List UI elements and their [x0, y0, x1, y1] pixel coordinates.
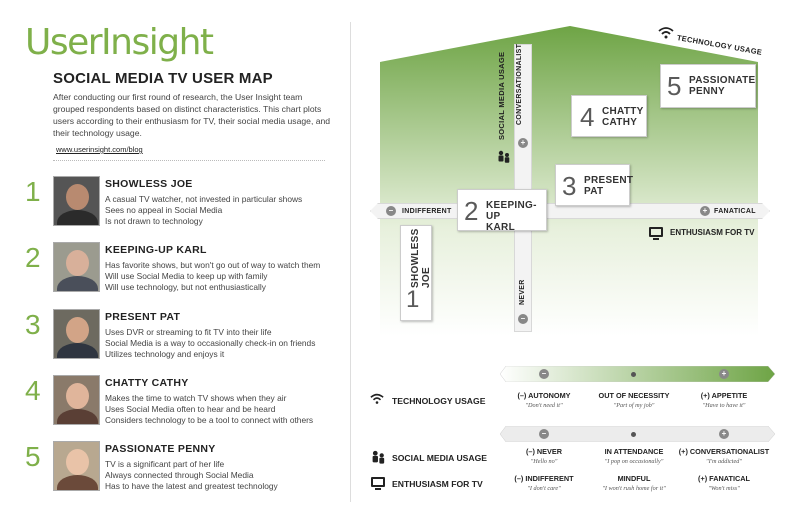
- legend-social-media-usage-label: SOCIAL MEDIA USAGE: [392, 453, 488, 463]
- legend-tv-mid: MINDFUL"I won't rush home for it": [602, 474, 666, 492]
- persona-line: Has favorite shows, but won't go out of …: [105, 260, 321, 270]
- persona-line: Social Media is a way to occasionally ch…: [105, 338, 316, 349]
- persona-showless-joe: 1 SHOWLESS JOE A casual TV watcher, not …: [25, 176, 345, 236]
- plus-icon: +: [518, 138, 528, 148]
- minus-icon: –: [386, 206, 396, 216]
- middle-dot: [631, 372, 636, 377]
- legend-tv-low: (–) INDIFFERENT"I don't care": [514, 474, 574, 492]
- legend-tv-high: (+) FANATICAL"Won't miss": [698, 474, 750, 492]
- userinsight-logo: UserInsight: [25, 22, 214, 63]
- blog-link[interactable]: www.userinsight.com/blog: [56, 145, 143, 154]
- persona-line: Always connected through Social Media: [105, 470, 254, 481]
- people-icon: [371, 450, 386, 470]
- legend-social-high: (+) CONVERSATIONALIST"I'm addicted": [678, 447, 770, 465]
- persona-line: Uses Social Media often to hear and be h…: [105, 404, 276, 415]
- minus-icon: –: [539, 369, 549, 379]
- persona-photo: [53, 441, 100, 491]
- legend-technology-usage-label: TECHNOLOGY USAGE: [392, 396, 486, 406]
- persona-photo: [53, 176, 100, 226]
- persona-line: Uses DVR or streaming to fit TV into the…: [105, 327, 272, 337]
- tv-icon: [371, 477, 385, 490]
- page-title: SOCIAL MEDIA TV USER MAP: [53, 70, 273, 87]
- persona-line: A casual TV watcher, not invested in par…: [105, 194, 303, 204]
- persona-name: CHATTY CATHY: [105, 377, 189, 389]
- intro-text: After conducting our first round of rese…: [53, 92, 331, 138]
- legend-tech-mid: OUT OF NECESSITY"Part of my job": [598, 391, 670, 409]
- map-box-number: 4: [580, 102, 595, 132]
- enthusiasm-for-tv-label: ENTHUSIASM FOR TV: [670, 228, 755, 237]
- map-box-number: 5: [667, 71, 682, 101]
- middle-dot: [631, 432, 636, 437]
- persona-line: Is not drawn to technology: [105, 216, 203, 227]
- persona-number: 4: [25, 375, 41, 406]
- plus-icon: +: [719, 429, 729, 439]
- technology-scale-bar: [500, 366, 775, 382]
- persona-present-pat: 3 PRESENT PAT Uses DVR or streaming to f…: [25, 309, 345, 369]
- divider: [53, 160, 325, 161]
- map-box-number: 2: [464, 196, 479, 226]
- persona-line: Makes the time to watch TV shows when th…: [105, 393, 287, 403]
- persona-line: TV is a significant part of her life: [105, 459, 225, 469]
- legend-social-low: (–) NEVER"Hello no": [525, 447, 563, 465]
- map-box-number: 1: [406, 286, 420, 313]
- legend-enthusiasm-for-tv-label: ENTHUSIASM FOR TV: [392, 479, 483, 489]
- persona-passionate-penny: 5 PASSIONATE PENNY TV is a significant p…: [25, 441, 345, 501]
- persona-name: PRESENT PAT: [105, 311, 181, 323]
- tv-icon: [649, 227, 663, 240]
- persona-photo: [53, 375, 100, 425]
- wifi-icon: [370, 392, 384, 410]
- persona-name: KEEPING-UP KARL: [105, 244, 207, 256]
- persona-number: 5: [25, 441, 41, 472]
- persona-line: Utilizes technology and enjoys it: [105, 349, 225, 360]
- social-tv-scale-bar: [500, 426, 775, 442]
- persona-line: Will use Social Media to keep up with fa…: [105, 271, 268, 282]
- persona-chatty-cathy: 4 CHATTY CATHY Makes the time to watch T…: [25, 375, 345, 435]
- fanatical-label: FANATICAL: [714, 208, 756, 215]
- minus-icon: –: [539, 429, 549, 439]
- persona-number: 1: [25, 176, 41, 207]
- social-media-axis: [514, 44, 532, 332]
- social-media-usage-label: SOCIAL MEDIA USAGE: [497, 51, 506, 140]
- people-icon: [497, 150, 511, 169]
- persona-line: Has to have the latest and greatest tech…: [105, 481, 278, 492]
- legend-tech-high: (+) APPETITE"Have to have it": [700, 391, 748, 409]
- column-divider: [350, 22, 351, 502]
- legend-tech-low: (–) AUTONOMY"Don't need it": [517, 391, 571, 409]
- never-label: NEVER: [519, 279, 526, 305]
- persona-photo: [53, 242, 100, 292]
- persona-photo: [53, 309, 100, 359]
- indifferent-label: INDIFFERENT: [402, 208, 452, 215]
- plus-icon: +: [719, 369, 729, 379]
- conversationalist-label: CONVERSATIONALIST: [516, 43, 523, 125]
- map-box-number: 3: [562, 171, 577, 201]
- persona-line: Sees no appeal in Social Media: [105, 205, 223, 216]
- persona-name: PASSIONATE PENNY: [105, 443, 216, 455]
- wifi-icon: [658, 26, 674, 44]
- persona-number: 3: [25, 309, 41, 340]
- persona-line: Will use technology, but not enthusiasti…: [105, 282, 266, 293]
- plus-icon: +: [700, 206, 710, 216]
- minus-icon: –: [518, 314, 528, 324]
- persona-keeping-up-karl: 2 KEEPING-UP KARL Has favorite shows, bu…: [25, 242, 345, 302]
- persona-name: SHOWLESS JOE: [105, 178, 193, 190]
- legend-social-mid: IN ATTENDANCE"I pop on occasionally": [604, 447, 664, 465]
- persona-line: Considers technology to be a tool to con…: [105, 415, 314, 426]
- persona-number: 2: [25, 242, 41, 273]
